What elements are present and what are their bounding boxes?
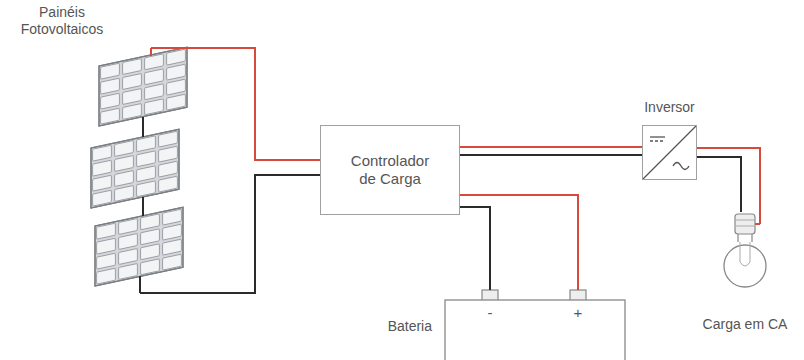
lamp-thread [736,226,754,227]
charge-controller-box: Controlador de Carga [320,125,460,215]
series-wire [142,197,144,216]
wire-pair [140,48,320,293]
battery-label: Bateria [388,318,432,335]
positive-wire [151,48,320,160]
dc-symbol [650,136,665,137]
series-wire [142,117,144,137]
battery-drawing [445,290,625,360]
positive-wire [460,146,642,148]
positive-wire [460,195,578,290]
lamp-drawing [724,212,766,287]
solar-panels [91,47,187,293]
negative-wire [697,157,741,212]
solar-panel [99,47,187,126]
wire-pair [460,147,642,155]
inverter-diagonal [643,126,696,179]
positive-wire [697,148,760,212]
load-label: Carga em CA [703,316,788,333]
panel-label: Painéis Fotovoltaicos [2,4,122,38]
terminal-sign: + [574,304,583,322]
wire-pair [697,148,760,212]
solar-panel [91,129,179,208]
battery-body [445,300,625,360]
solar-panel [95,207,183,286]
inverter-box: Inversor [642,125,697,180]
dc-symbol [650,140,665,141]
inverter-label: Inversor [644,99,695,116]
controller-label: Controlador de Carga [344,152,436,188]
inverter-symbol [643,126,696,179]
battery: Bateria-+ [445,290,625,360]
terminal-sign: - [488,304,493,322]
ac-symbol [673,163,689,170]
positive-wire-stub [150,48,152,56]
lamp-thread [736,220,754,221]
wire-pair [460,195,578,290]
ac-load-lamp: Carga em CA [725,212,765,300]
solar-panel-array: Painéis Fotovoltaicos [85,48,205,293]
lamp-socket [735,214,755,234]
lamp-filament [740,242,750,266]
negative-wire [140,175,320,293]
positive-wire-stub [759,212,761,224]
negative-wire [460,207,490,290]
negative-wire [460,154,642,156]
lamp-neck [738,234,752,242]
negative-wire-stub [139,276,141,293]
